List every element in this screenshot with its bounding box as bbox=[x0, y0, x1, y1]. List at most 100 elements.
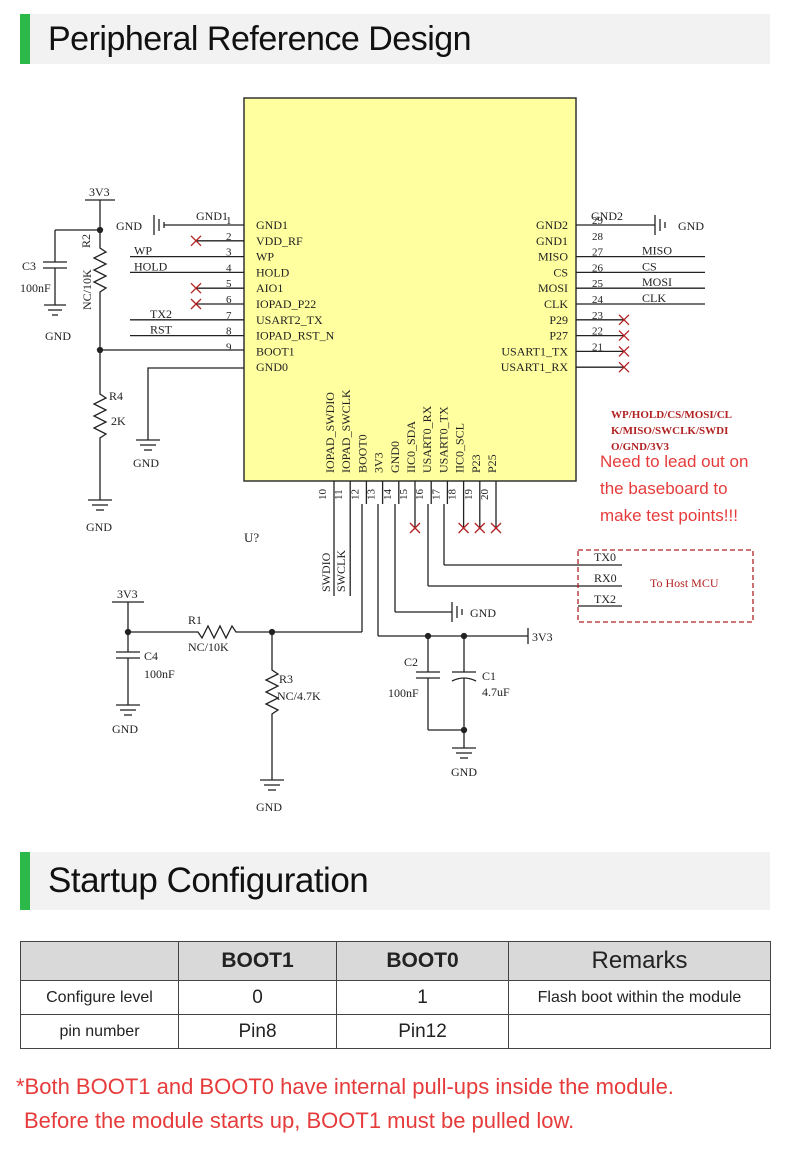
pin-name-bottom: P23 bbox=[469, 454, 483, 473]
pin-name-left: WP bbox=[256, 250, 274, 264]
label-3v3-c4: 3V3 bbox=[117, 587, 138, 601]
pin-number-bottom: 15 bbox=[398, 489, 410, 501]
label-3v3-top: 3V3 bbox=[89, 185, 110, 199]
module-body bbox=[243, 97, 577, 482]
label-gnd1-net: GND1 bbox=[196, 209, 228, 223]
pin-name-left: IOPAD_P22 bbox=[256, 297, 316, 311]
table-row: pin number Pin8 Pin12 bbox=[20, 1014, 771, 1049]
label-c2-value: 100nF bbox=[388, 686, 419, 700]
pin-number-left: 1 bbox=[226, 215, 232, 227]
pin-name-bottom: BOOT0 bbox=[355, 434, 369, 473]
boot0-network: R1 NC/10K 3V3 C4 100nF GND R3 NC/4.7K GN… bbox=[112, 504, 363, 814]
pin-number-right: 26 bbox=[592, 262, 604, 274]
pin-number-right: 28 bbox=[592, 231, 604, 243]
pin-number-bottom: 14 bbox=[382, 489, 394, 501]
pin-number-left: 9 bbox=[226, 341, 232, 353]
boot-note: *Both BOOT1 and BOOT0 have internal pull… bbox=[16, 1070, 674, 1138]
pin-name-left: AIO1 bbox=[256, 281, 283, 295]
net-label-left: WP bbox=[134, 244, 152, 258]
label-tx0: TX0 bbox=[594, 550, 616, 564]
section-title-startup: Startup Configuration bbox=[48, 861, 369, 900]
pin-number-right: 27 bbox=[592, 247, 604, 259]
pin-name-left: GND1 bbox=[256, 218, 288, 232]
pin-number-right: 29 bbox=[592, 215, 604, 227]
pin-name-bottom: P25 bbox=[485, 454, 499, 473]
pin-number-left: 2 bbox=[226, 231, 232, 243]
label-r2: R2 bbox=[79, 234, 93, 248]
pin-name-right: P29 bbox=[549, 313, 568, 327]
label-gnd-right: GND bbox=[678, 219, 704, 233]
net-label-right: MOSI bbox=[642, 275, 672, 289]
no-connect-mark bbox=[490, 522, 502, 534]
table-cell: pin number bbox=[20, 1014, 179, 1049]
table-cell: Configure level bbox=[20, 980, 179, 1015]
label-gnd-gnd0: GND bbox=[133, 456, 159, 470]
gnd1-symbol: GND GND1 bbox=[116, 209, 244, 235]
net-label-right: MISO bbox=[642, 244, 672, 258]
pin-number-bottom: 10 bbox=[317, 489, 329, 501]
no-connect-mark bbox=[618, 345, 630, 357]
label-r2-value: NC/10K bbox=[80, 269, 94, 310]
no-connect-mark bbox=[190, 235, 202, 247]
label-r3: R3 bbox=[279, 672, 293, 686]
host-mcu-box bbox=[577, 549, 754, 623]
pin-name-bottom: GND0 bbox=[388, 441, 402, 473]
label-gnd-pin14: GND bbox=[470, 606, 496, 620]
left-pin-group: GND11VDD_RF2WP3WPHOLD4HOLDAIO15IOPAD_P22… bbox=[130, 215, 335, 374]
pullup-network-left: 3V3 C3 100nF GND R2 NC/10K R4 2K GND bbox=[20, 185, 244, 534]
label-gnd-c3: GND bbox=[45, 329, 71, 343]
table-header-cell: BOOT1 bbox=[178, 941, 337, 981]
no-connect-mark bbox=[618, 314, 630, 326]
label-c4-value: 100nF bbox=[144, 667, 175, 681]
pin-name-left: GND0 bbox=[256, 360, 288, 374]
section-title-reference: Peripheral Reference Design bbox=[48, 20, 472, 58]
pin-number-bottom: 20 bbox=[479, 489, 491, 501]
pin-name-bottom: USART0_TX bbox=[436, 406, 450, 473]
boot-note-line2: Before the module starts up, BOOT1 must … bbox=[24, 1108, 575, 1133]
pin-number-right: 21 bbox=[592, 341, 603, 353]
pin-number-right: 23 bbox=[592, 310, 604, 322]
power-decoupling: 3V3 C2 100nF C1 4.7uF GND bbox=[377, 504, 553, 779]
net-label-right: CS bbox=[642, 259, 657, 273]
label-c1-value: 4.7uF bbox=[482, 685, 510, 699]
pin-number-bottom: 18 bbox=[447, 489, 459, 501]
label-tx2-host: TX2 bbox=[594, 592, 616, 606]
peripheral-schematic: U? 3V3 C3 100nF GND R2 NC/10K R4 2K GND bbox=[20, 97, 754, 814]
pin-number-bottom: 13 bbox=[366, 489, 378, 501]
no-connect-mark bbox=[190, 282, 202, 294]
pin-name-right: CLK bbox=[544, 297, 568, 311]
pin-name-left: VDD_RF bbox=[256, 234, 303, 248]
test-pins-list-2: K/MISO/SWCLK/SWDI bbox=[611, 425, 728, 437]
pin-name-left: USART2_TX bbox=[256, 313, 323, 327]
label-swclk: SWCLK bbox=[334, 550, 348, 592]
section-header-reference: Peripheral Reference Design bbox=[20, 14, 770, 64]
test-pins-list-1: WP/HOLD/CS/MOSI/CL bbox=[611, 409, 732, 421]
pin-number-right: 22 bbox=[592, 326, 603, 338]
label-gnd-left: GND bbox=[116, 219, 142, 233]
label-c1: C1 bbox=[482, 669, 496, 683]
label-r1: R1 bbox=[188, 613, 202, 627]
no-connect-mark bbox=[190, 298, 202, 310]
table-header-cell: BOOT0 bbox=[336, 941, 509, 981]
label-3v3-rail: 3V3 bbox=[532, 630, 553, 644]
label-gnd-r4: GND bbox=[86, 520, 112, 534]
label-r4: R4 bbox=[109, 389, 123, 403]
label-c4: C4 bbox=[144, 649, 158, 663]
label-c3-value: 100nF bbox=[20, 281, 51, 295]
label-gnd2-net: GND2 bbox=[591, 209, 623, 223]
no-connect-mark bbox=[474, 522, 486, 534]
pin-number-bottom: 12 bbox=[349, 489, 361, 500]
pin-name-bottom: 3V3 bbox=[372, 452, 386, 473]
label-r3-value: NC/4.7K bbox=[277, 689, 321, 703]
table-cell: Pin12 bbox=[336, 1014, 509, 1049]
section-accent-bar bbox=[20, 14, 30, 64]
test-note-2: the baseboard to bbox=[600, 479, 728, 498]
pin-number-left: 8 bbox=[226, 326, 232, 338]
pin-number-right: 25 bbox=[592, 278, 604, 290]
pin-number-bottom: 16 bbox=[414, 489, 426, 501]
test-pins-list-3: O/GND/3V3 bbox=[611, 441, 670, 453]
pin-name-right: GND1 bbox=[536, 234, 568, 248]
table-cell: Pin8 bbox=[178, 1014, 337, 1049]
bottom-pin-group: IOPAD_SWDIO10IOPAD_SWCLK11BOOT0123V313GN… bbox=[317, 389, 502, 596]
pin-name-bottom: IIC0_SDA bbox=[404, 421, 418, 473]
